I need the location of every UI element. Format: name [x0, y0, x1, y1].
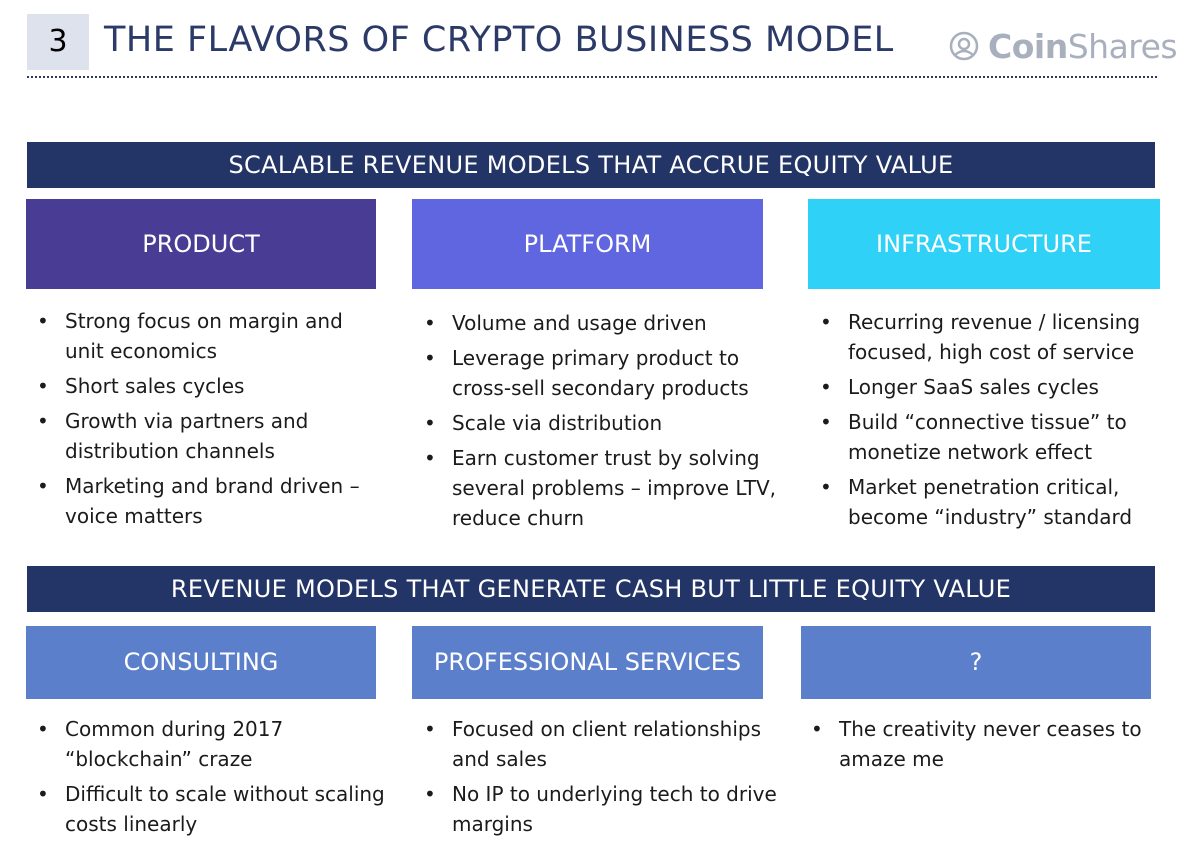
header-divider: [27, 76, 1157, 78]
list-item: Leverage primary product to cross-sell s…: [414, 343, 784, 403]
section-banner-equity: SCALABLE REVENUE MODELS THAT ACCRUE EQUI…: [27, 142, 1155, 188]
list-item: Recurring revenue / licensing focused, h…: [810, 307, 1180, 367]
list-item: Earn customer trust by solving several p…: [414, 443, 784, 533]
unknown-bullet-list: The creativity never ceases to amaze me: [801, 714, 1171, 779]
list-item: Longer SaaS sales cycles: [810, 372, 1180, 402]
list-item: Common during 2017 “blockchain” craze: [27, 714, 387, 774]
coinshares-logo: CoinShares: [948, 24, 1178, 68]
platform-bullet-list: Volume and usage driven Leverage primary…: [414, 308, 784, 538]
product-bullet-list: Strong focus on margin and unit economic…: [27, 306, 387, 536]
card-professional-services: PROFESSIONAL SERVICES: [412, 626, 763, 699]
coinshares-logo-icon: [949, 31, 979, 61]
list-item: Volume and usage driven: [414, 308, 784, 338]
list-item: Build “connective tissue” to monetize ne…: [810, 407, 1180, 467]
section-banner-cash: REVENUE MODELS THAT GENERATE CASH BUT LI…: [27, 566, 1155, 612]
list-item: Difficult to scale without scaling costs…: [27, 779, 387, 839]
logo-text-light: Shares: [1067, 26, 1178, 66]
list-item: Focused on client relationships and sale…: [414, 714, 784, 774]
professional-services-bullet-list: Focused on client relationships and sale…: [414, 714, 784, 844]
slide-number: 3: [27, 14, 89, 70]
card-product: PRODUCT: [26, 199, 376, 289]
card-platform: PLATFORM: [412, 199, 763, 289]
list-item: Marketing and brand driven – voice matte…: [27, 471, 387, 531]
card-infrastructure: INFRASTRUCTURE: [808, 199, 1160, 289]
infrastructure-bullet-list: Recurring revenue / licensing focused, h…: [810, 307, 1180, 537]
logo-text: CoinShares: [988, 26, 1178, 66]
list-item: Growth via partners and distribution cha…: [27, 406, 387, 466]
logo-text-bold: Coin: [988, 26, 1068, 66]
list-item: The creativity never ceases to amaze me: [801, 714, 1171, 774]
list-item: Short sales cycles: [27, 371, 387, 401]
page-title: THE FLAVORS OF CRYPTO BUSINESS MODEL: [104, 20, 894, 60]
list-item: Strong focus on margin and unit economic…: [27, 306, 387, 366]
consulting-bullet-list: Common during 2017 “blockchain” craze Di…: [27, 714, 387, 844]
card-consulting: CONSULTING: [26, 626, 376, 699]
list-item: Market penetration critical, become “ind…: [810, 472, 1180, 532]
list-item: No IP to underlying tech to drive margin…: [414, 779, 784, 839]
list-item: Scale via distribution: [414, 408, 784, 438]
card-unknown: ?: [801, 626, 1151, 699]
